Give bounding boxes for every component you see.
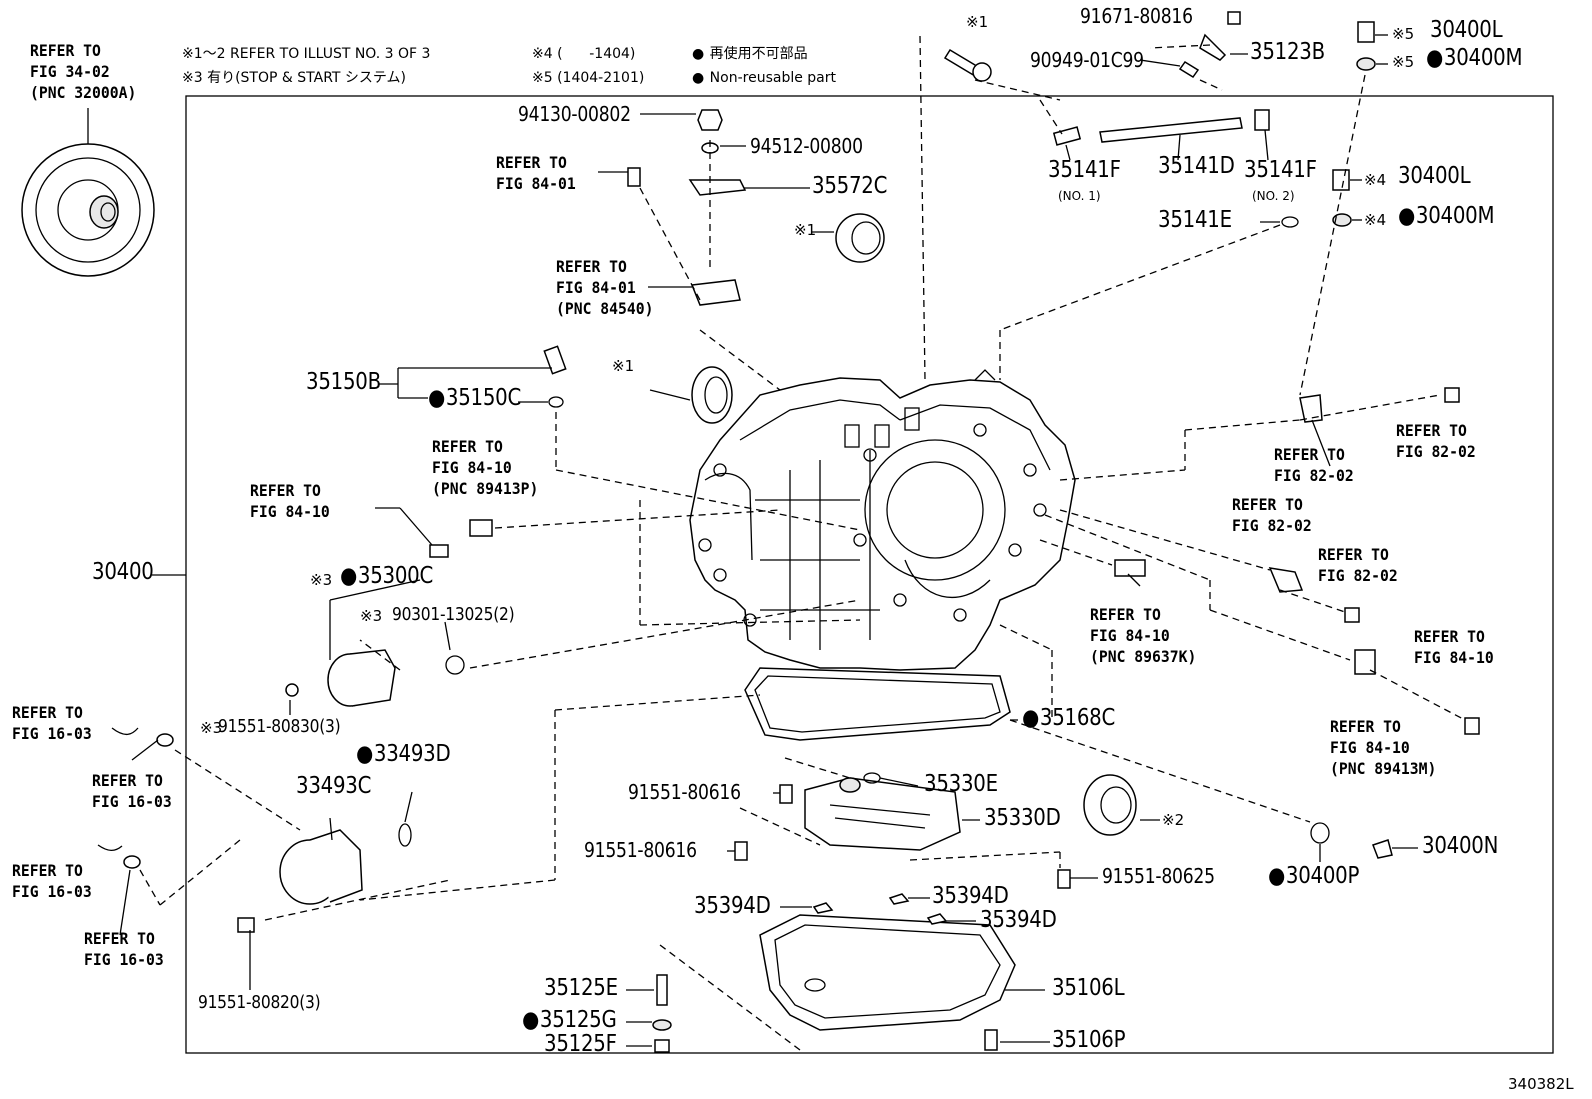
mark-4-a: 4 — [1364, 170, 1387, 191]
part-35394D-b[interactable]: 35394D — [932, 883, 1009, 909]
mark-3-c: 3 — [200, 718, 223, 739]
refer-torque-converter[interactable]: REFER TO FIG 34-02 (PNC 32000A) — [30, 41, 137, 102]
part-30400N[interactable]: 30400N — [1422, 833, 1499, 859]
part-91551-80616-b[interactable]: 91551-80616 — [584, 838, 697, 862]
bearing-2-icon — [1083, 774, 1137, 836]
refer-fig-84-10-d[interactable]: REFER TO FIG 84-10 — [1414, 627, 1494, 667]
refer-fig-82-02-d[interactable]: REFER TO FIG 82-02 — [1318, 545, 1398, 585]
part-90949-01C99[interactable]: 90949-01C99 — [1030, 48, 1144, 72]
part-35300C[interactable]: 35300C — [340, 565, 433, 588]
mark-1-bolt: 1 — [966, 12, 989, 33]
part-94512-00800[interactable]: 94512-00800 — [750, 134, 863, 158]
note-date-range-4: ※4 ( -1404) — [532, 46, 636, 62]
part-30400L-a[interactable]: 30400L — [1430, 17, 1503, 43]
illustration-number: 340382L — [1508, 1075, 1574, 1093]
mark-1-seal: 1 — [612, 356, 635, 377]
refer-fig-84-01-a[interactable]: REFER TO FIG 84-01 — [496, 153, 576, 193]
refer-fig-84-10-a[interactable]: REFER TO FIG 84-10 (PNC 89413P) — [432, 437, 539, 498]
plug-icon — [1357, 21, 1375, 43]
part-35125F[interactable]: 35125F — [544, 1031, 617, 1057]
refer-fig-82-02-a[interactable]: REFER TO FIG 82-02 — [1396, 421, 1476, 461]
legend-en: Non-reusable part — [692, 66, 836, 90]
part-35141F-no1-sub: (NO. 1) — [1058, 189, 1101, 203]
refer-fig-16-03-d[interactable]: REFER TO FIG 16-03 — [84, 929, 164, 969]
mark-2: 2 — [1162, 810, 1185, 831]
part-35330D[interactable]: 35330D — [984, 805, 1061, 831]
refer-fig-84-10-c[interactable]: REFER TO FIG 84-10 (PNC 89637K) — [1090, 605, 1197, 666]
part-35150B[interactable]: 35150B — [306, 369, 381, 395]
refer-fig-16-03-b[interactable]: REFER TO FIG 16-03 — [92, 771, 172, 811]
mark-5-b: 5 — [1392, 52, 1415, 73]
transmission-case-icon — [689, 369, 1076, 671]
bearing-icon — [835, 213, 885, 263]
refer-fig-82-02-b[interactable]: REFER TO FIG 82-02 — [1274, 445, 1354, 485]
torque-converter-icon — [21, 108, 155, 277]
refer-fig-84-10-e[interactable]: REFER TO FIG 84-10 (PNC 89413M) — [1330, 717, 1437, 778]
part-94130-00802[interactable]: 94130-00802 — [518, 102, 631, 126]
oil-seal-icon — [691, 366, 733, 424]
legend-jp: 再使用不可部品 — [692, 42, 808, 66]
part-33493D[interactable]: 33493D — [356, 743, 451, 766]
part-35141D[interactable]: 35141D — [1158, 153, 1235, 179]
mark-4-b: 4 — [1364, 210, 1387, 231]
part-35394D-a[interactable]: 35394D — [694, 893, 771, 919]
part-91551-80625[interactable]: 91551-80625 — [1102, 864, 1215, 888]
refer-fig-82-02-c[interactable]: REFER TO FIG 82-02 — [1232, 495, 1312, 535]
part-30400P[interactable]: 30400P — [1268, 865, 1360, 888]
part-35141E[interactable]: 35141E — [1158, 207, 1232, 233]
electric-oil-pump-icon — [285, 649, 465, 707]
part-90301-13025[interactable]: 90301-13025(2) — [392, 604, 515, 625]
non-reusable-dot-icon — [692, 70, 705, 86]
part-35394D-c[interactable]: 35394D — [980, 907, 1057, 933]
part-35330E[interactable]: 35330E — [924, 771, 998, 797]
part-30400M-a[interactable]: 30400M — [1426, 47, 1523, 70]
part-35141F-no1[interactable]: 35141F — [1048, 157, 1121, 183]
part-35123B[interactable]: 35123B — [1250, 39, 1325, 65]
note-date-range-5: ※5 (1404-2101) — [532, 70, 645, 86]
mark-3-a: 3 — [310, 570, 333, 591]
part-91551-80616-a[interactable]: 91551-80616 — [628, 780, 741, 804]
mark-1-bearing: 1 — [794, 220, 817, 241]
part-30400L-b[interactable]: 30400L — [1398, 163, 1471, 189]
legend-jp-text: 再使用不可部品 — [709, 46, 808, 62]
refer-fig-84-01-b[interactable]: REFER TO FIG 84-01 (PNC 84540) — [556, 257, 654, 318]
part-30400M-b[interactable]: 30400M — [1398, 205, 1495, 228]
part-91551-80830[interactable]: 91551-80830(3) — [218, 716, 341, 737]
part-35572C[interactable]: 35572C — [812, 173, 888, 199]
legend-en-text: Non-reusable part — [709, 70, 836, 86]
note-refer-illust: ※1〜2 REFER TO ILLUST NO. 3 OF 3 — [182, 46, 431, 62]
oil-strainer-icon — [804, 777, 961, 851]
part-35125E[interactable]: 35125E — [544, 975, 618, 1001]
bracket-icon — [1199, 33, 1227, 61]
part-91671-80816[interactable]: 91671-80816 — [1080, 4, 1193, 28]
part-35168C[interactable]: 35168C — [1022, 707, 1115, 730]
refer-fig-16-03-c[interactable]: REFER TO FIG 16-03 — [12, 861, 92, 901]
part-33493C[interactable]: 33493C — [296, 773, 372, 799]
gasket-icon — [744, 667, 1011, 741]
part-35106P[interactable]: 35106P — [1052, 1027, 1126, 1053]
refer-fig-84-10-b[interactable]: REFER TO FIG 84-10 — [250, 481, 330, 521]
shift-shaft-icon — [1052, 109, 1270, 146]
mark-3-b: 3 — [360, 606, 383, 627]
oil-pan-icon — [759, 914, 1016, 1031]
part-30400[interactable]: 30400 — [92, 559, 154, 585]
part-35106L[interactable]: 35106L — [1052, 975, 1125, 1001]
part-35141F-no2-sub: (NO. 2) — [1252, 189, 1295, 203]
part-35141F-no2[interactable]: 35141F — [1244, 157, 1317, 183]
part-91551-80820[interactable]: 91551-80820(3) — [198, 992, 321, 1013]
non-reusable-dot-icon — [692, 46, 705, 62]
mark-5-a: 5 — [1392, 24, 1415, 45]
part-35125G[interactable]: 35125G — [522, 1009, 617, 1032]
refer-fig-16-03-a[interactable]: REFER TO FIG 16-03 — [12, 703, 92, 743]
part-35150C[interactable]: 35150C — [428, 387, 521, 410]
oil-cooler-icon — [237, 823, 412, 933]
note-stop-start: ※3 有り(STOP & START システム) — [182, 70, 406, 86]
